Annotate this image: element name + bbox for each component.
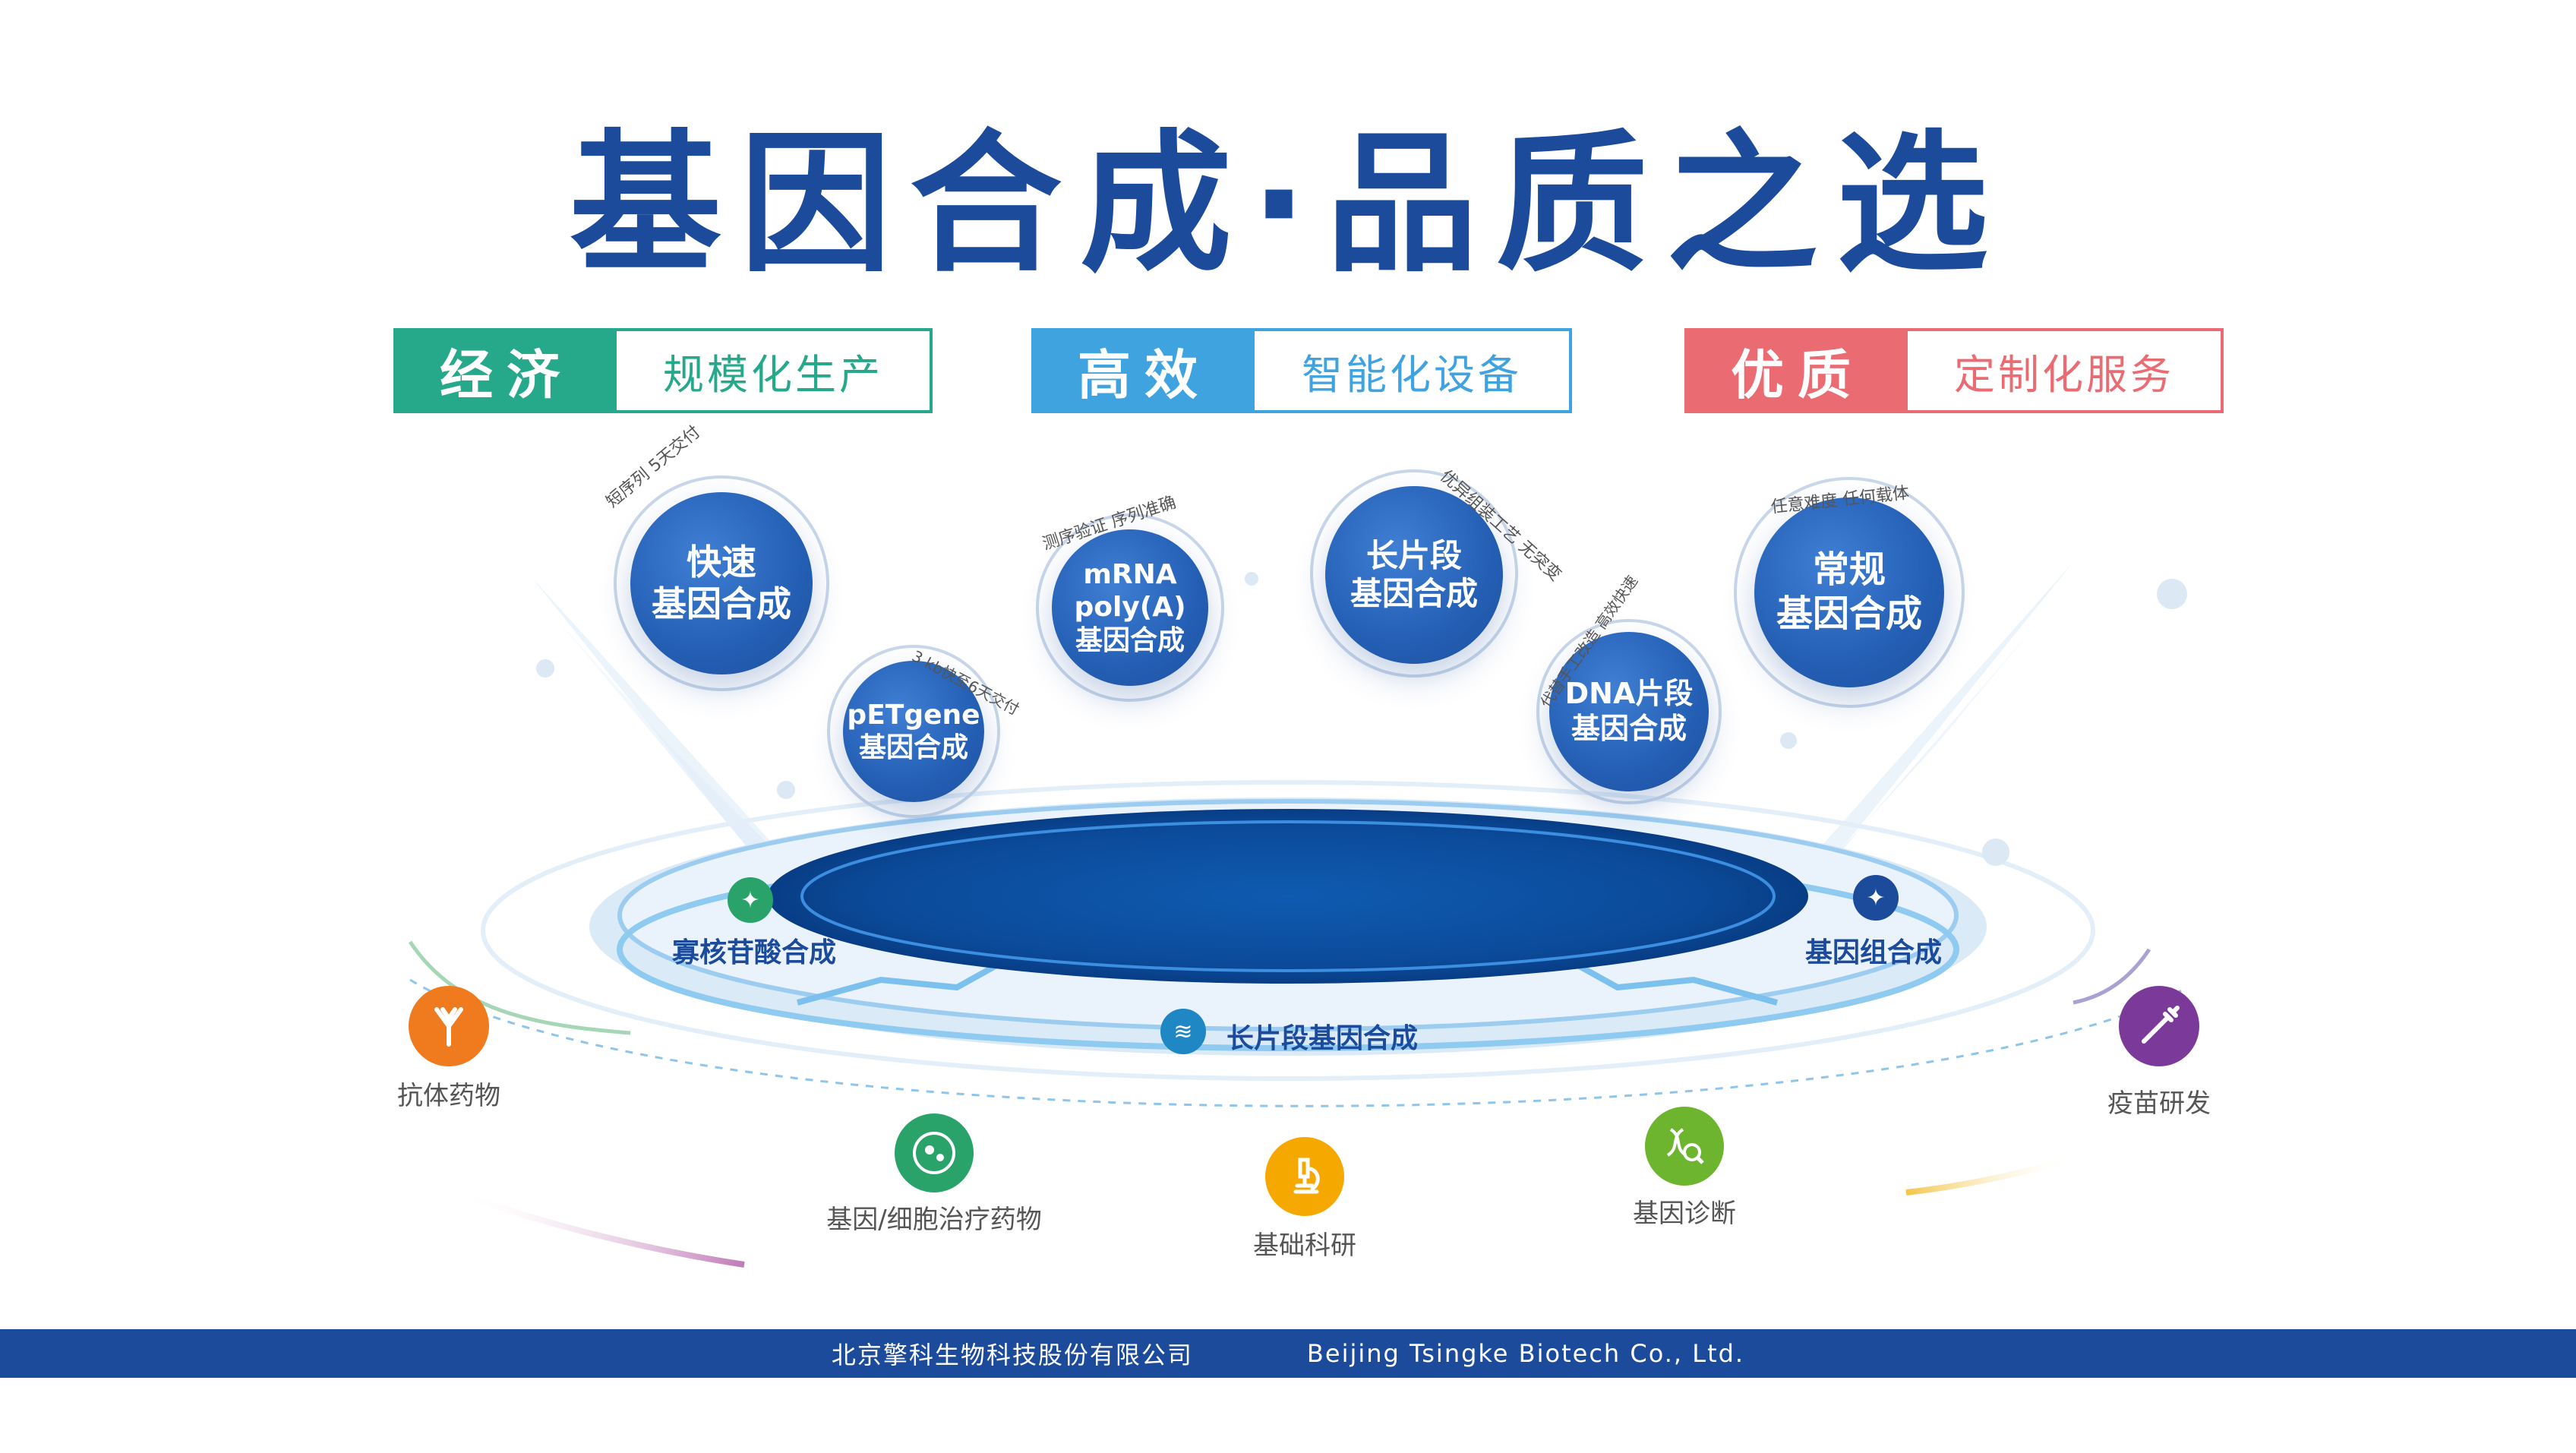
service-line: mRNA (1083, 559, 1177, 591)
feature-desc: 规模化生产 (617, 331, 930, 410)
circle-ring (614, 475, 829, 691)
service-petgene-synthesis: pETgene 基因合成 (843, 661, 984, 802)
bubble (1982, 839, 2009, 866)
microscope-icon (1265, 1137, 1344, 1216)
bubble (536, 659, 554, 678)
purple-arc (454, 1189, 745, 1268)
feature-key: 高效 (1034, 331, 1255, 410)
circle-ring (1036, 513, 1224, 702)
platform-label-left: 寡核苷酸合成 (672, 937, 837, 968)
bubble (1245, 572, 1258, 586)
circle-ring (1734, 477, 1965, 708)
service-line: 常规 (1812, 548, 1886, 592)
app-label: 抗体药物 (397, 1081, 500, 1111)
service-line: pETgene (847, 699, 980, 731)
outer-orbit (481, 780, 2095, 1081)
service-line: 长片段 (1365, 536, 1462, 574)
syringe-icon (2119, 986, 2199, 1066)
service-line: 基因合成 (652, 583, 791, 624)
antibody-icon (409, 986, 489, 1066)
service-line: 基因合成 (1776, 592, 1922, 635)
circle-ring (827, 645, 1000, 818)
service-line: poly(A) (1074, 592, 1186, 624)
circle-ring (1310, 469, 1518, 678)
yellow-arc (1905, 1155, 2075, 1196)
circuit-line (1548, 946, 1779, 1006)
service-line: 基因合成 (858, 732, 968, 763)
service-dna-fragment-synthesis: DNA片段 基因合成 (1549, 632, 1709, 791)
footer-bar: 北京擎科生物科技股份有限公司 Beijing Tsingke Biotech C… (0, 1329, 2576, 1378)
cell-icon (895, 1113, 974, 1192)
disc-inner-ring (800, 820, 1776, 972)
dna-icon: ✦ (728, 877, 773, 923)
page-title: 基因合成·品质之选 (570, 116, 2006, 293)
service-line: DNA片段 (1564, 677, 1694, 711)
lavender-arc (2072, 948, 2151, 1005)
company-name-en: Beijing Tsingke Biotech Co., Ltd. (1306, 1339, 1745, 1368)
app-label: 基因诊断 (1633, 1199, 1736, 1229)
green-arc (408, 940, 631, 1035)
dashed-orbit (409, 978, 2188, 1107)
bubble (1780, 732, 1797, 749)
feature-quality: 优质 定制化服务 (1684, 328, 2224, 413)
dna-icon: ✦ (1853, 875, 1899, 921)
service-mrna-polya-synthesis: mRNA poly(A) 基因合成 (1052, 529, 1208, 686)
company-name-cn: 北京擎科生物科技股份有限公司 (831, 1341, 1193, 1369)
bubble (777, 781, 795, 799)
app-label: 疫苗研发 (2107, 1088, 2211, 1119)
service-long-fragment-synthesis: 长片段 基因合成 (1325, 486, 1503, 664)
circle-ring (1536, 619, 1722, 804)
service-fast-gene-synthesis: 快速 基因合成 (630, 492, 813, 674)
central-disc (768, 809, 1808, 984)
service-line: 基因合成 (1571, 712, 1687, 745)
platform-label-right: 基因组合成 (1805, 937, 1943, 968)
platform-label-bottom: 长片段基因合成 (1226, 1023, 1419, 1054)
service-regular-gene-synthesis: 常规 基因合成 (1754, 497, 1944, 687)
feature-efficiency: 高效 智能化设备 (1031, 328, 1572, 413)
service-line: 快速 (687, 541, 756, 583)
bubble (2157, 579, 2187, 609)
service-line: 基因合成 (1075, 624, 1185, 656)
feature-desc: 智能化设备 (1255, 331, 1569, 410)
circuit-line (796, 946, 1027, 1006)
dna-magnifier-icon (1645, 1107, 1724, 1186)
app-label: 基础科研 (1253, 1230, 1356, 1261)
service-line: 基因合成 (1350, 575, 1478, 612)
feature-key: 经济 (396, 331, 617, 410)
feature-desc: 定制化服务 (1908, 331, 2221, 410)
feature-economy: 经济 规模化生产 (393, 328, 933, 413)
app-label: 基因/细胞治疗药物 (826, 1205, 1042, 1235)
feature-key: 优质 (1687, 331, 1908, 410)
dna-strand-icon: ≋ (1160, 1009, 1206, 1054)
